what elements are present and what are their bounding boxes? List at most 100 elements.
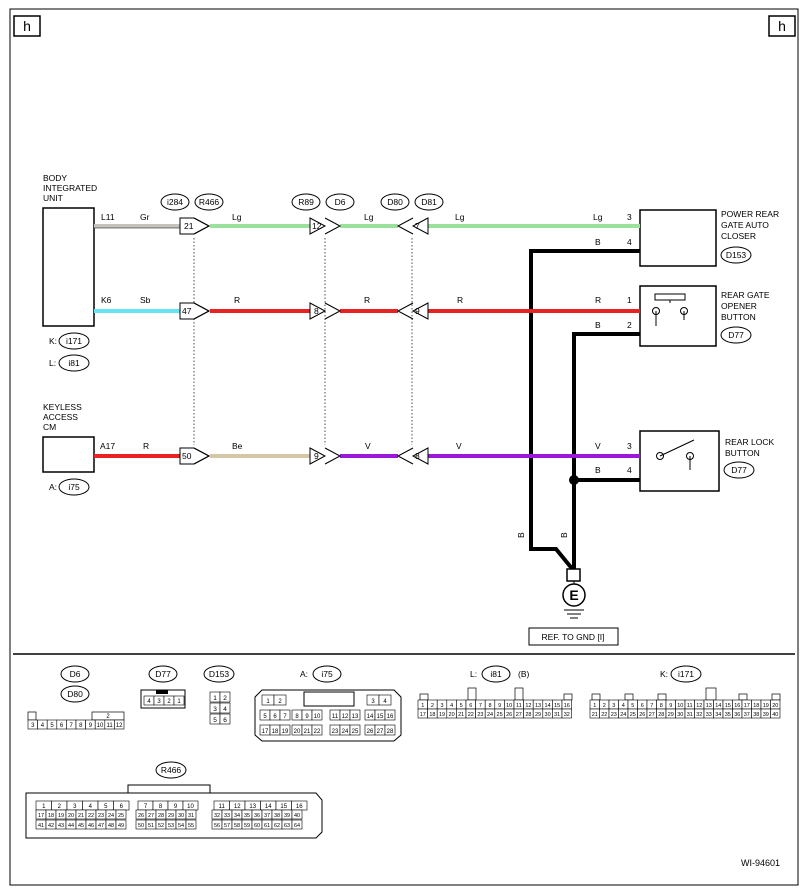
svg-text:D81: D81 bbox=[421, 197, 437, 207]
pin-label: 16 bbox=[387, 714, 394, 720]
svg-text:9: 9 bbox=[314, 451, 319, 461]
svg-text:B: B bbox=[516, 532, 526, 538]
wire-ground-1: B 4 bbox=[529, 237, 640, 573]
pin-label: 4 bbox=[223, 706, 227, 713]
diagram-frame bbox=[9, 8, 799, 886]
svg-text:50: 50 bbox=[182, 451, 192, 461]
pin-label: 9 bbox=[305, 714, 309, 720]
svg-text:8: 8 bbox=[415, 451, 420, 461]
splice-dot bbox=[569, 475, 579, 485]
svg-text:47: 47 bbox=[182, 306, 192, 316]
pin-label: 18 bbox=[272, 729, 279, 735]
svg-text:(B): (B) bbox=[518, 669, 530, 679]
pin-label: 36 bbox=[254, 813, 260, 819]
pin-label: 11 bbox=[219, 804, 226, 810]
pin-cell bbox=[279, 709, 291, 721]
pin-label: 7 bbox=[144, 804, 148, 810]
pin-label: 32 bbox=[564, 712, 570, 718]
pin-label: 52 bbox=[158, 823, 164, 829]
svg-text:REAR LOCK: REAR LOCK bbox=[725, 437, 774, 447]
svg-text:A17: A17 bbox=[100, 441, 115, 451]
pin-label: 5 bbox=[460, 703, 463, 709]
pin-label: 25 bbox=[352, 729, 359, 735]
junction-middle: 47 8 9 bbox=[179, 302, 429, 320]
pin-label: 27 bbox=[377, 729, 384, 735]
pin-label: 27 bbox=[649, 712, 655, 718]
svg-text:L:: L: bbox=[470, 669, 477, 679]
svg-text:E: E bbox=[569, 587, 578, 603]
svg-text:POWER REAR: POWER REAR bbox=[721, 209, 779, 219]
pin-cell bbox=[185, 809, 197, 820]
svg-text:i81: i81 bbox=[68, 358, 80, 368]
pin-label: 20 bbox=[68, 813, 74, 819]
pin-label: 15 bbox=[554, 703, 560, 709]
svg-text:R466: R466 bbox=[199, 197, 220, 207]
diagram-id: WI-94601 bbox=[741, 858, 780, 868]
svg-text:B: B bbox=[595, 465, 601, 475]
pin-label: 8 bbox=[488, 703, 491, 709]
svg-text:R: R bbox=[234, 295, 240, 305]
pin-label: 37 bbox=[744, 712, 750, 718]
pin-cell bbox=[770, 708, 781, 719]
svg-text:R89: R89 bbox=[298, 197, 314, 207]
ground-symbol: E REF. TO GND [I] bbox=[528, 568, 619, 646]
wire-ground-2: B 2 bbox=[572, 320, 640, 571]
junction-labels: i284 R466 R89 D6 D80 D81 bbox=[160, 193, 444, 211]
pin-label: 7 bbox=[479, 703, 482, 709]
pin-label: 14 bbox=[715, 703, 721, 709]
pin-cell bbox=[349, 709, 361, 721]
pin-label: 3 bbox=[440, 703, 443, 709]
pin-label: 2 bbox=[167, 699, 171, 705]
pin-label: 29 bbox=[535, 712, 541, 718]
pin-label: 5 bbox=[104, 804, 108, 810]
svg-text:B: B bbox=[595, 237, 601, 247]
pin-label: 4 bbox=[622, 703, 625, 709]
pin-label: 29 bbox=[668, 712, 674, 718]
pin-cell bbox=[115, 819, 127, 830]
pin-cell bbox=[384, 709, 396, 721]
pin-label: 8 bbox=[295, 714, 299, 720]
pin-label: 22 bbox=[468, 712, 474, 718]
pin-label: 2 bbox=[603, 703, 606, 709]
pin-label: 19 bbox=[439, 712, 445, 718]
pin-label: 9 bbox=[669, 703, 672, 709]
pin-label: 17 bbox=[744, 703, 750, 709]
pin-label: 14 bbox=[367, 714, 374, 720]
svg-text:D80: D80 bbox=[387, 197, 403, 207]
pin-label: 9 bbox=[174, 804, 178, 810]
power-rear-gate-auto-closer: POWER REAR GATE AUTO CLOSER D153 bbox=[639, 209, 779, 267]
pin-label: 5 bbox=[263, 714, 267, 720]
pin-cell bbox=[185, 819, 197, 830]
svg-text:h: h bbox=[778, 18, 786, 34]
pin-label: 6 bbox=[273, 714, 277, 720]
pin-label: 39 bbox=[763, 712, 769, 718]
svg-text:INTEGRATED: INTEGRATED bbox=[43, 183, 97, 193]
pin-label: 49 bbox=[118, 823, 124, 829]
svg-text:Gr: Gr bbox=[140, 212, 150, 222]
pin-label: 4 bbox=[450, 703, 453, 709]
pin-label: 10 bbox=[97, 723, 104, 729]
pin-label: 1 bbox=[213, 695, 217, 702]
svg-text:V: V bbox=[365, 441, 371, 451]
pin-label: 6 bbox=[223, 717, 227, 724]
svg-text:L:: L: bbox=[49, 358, 56, 368]
pin-label: 6 bbox=[641, 703, 644, 709]
svg-text:R466: R466 bbox=[161, 765, 182, 775]
pin-label: 7 bbox=[650, 703, 653, 709]
pin-label: 19 bbox=[58, 813, 64, 819]
pin-label: 20 bbox=[449, 712, 455, 718]
pin-label: 32 bbox=[214, 813, 220, 819]
pin-label: 16 bbox=[564, 703, 570, 709]
pin-label: 38 bbox=[274, 813, 280, 819]
pin-label: 13 bbox=[535, 703, 541, 709]
pin-label: 36 bbox=[734, 712, 740, 718]
pin-label: 16 bbox=[734, 703, 740, 709]
svg-text:D6: D6 bbox=[70, 669, 81, 679]
pin-label: 11 bbox=[687, 703, 693, 709]
pin-label: 25 bbox=[630, 712, 636, 718]
pin-label: 60 bbox=[254, 823, 260, 829]
pin-label: 5 bbox=[631, 703, 634, 709]
pin-label: 26 bbox=[138, 813, 144, 819]
svg-text:i75: i75 bbox=[321, 669, 333, 679]
pin-label: 56 bbox=[214, 823, 220, 829]
